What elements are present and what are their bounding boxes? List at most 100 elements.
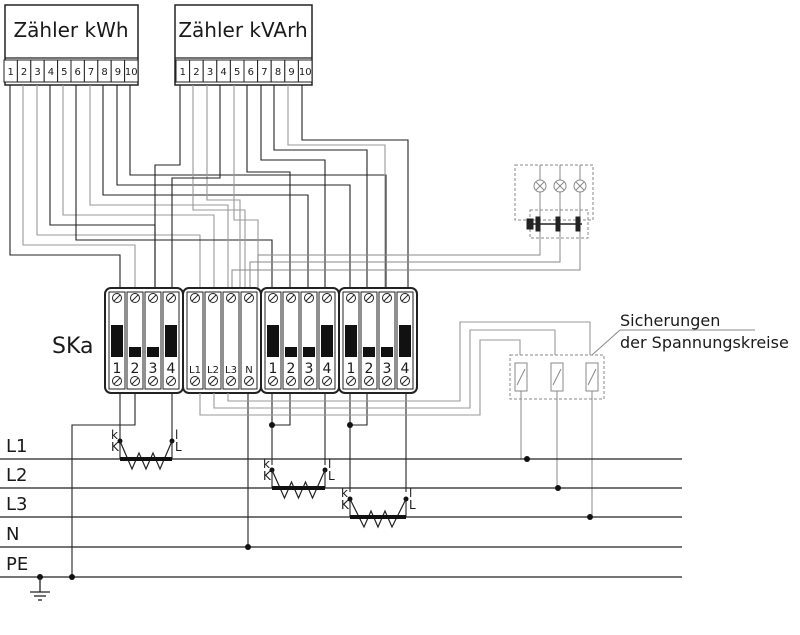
meter-terminal: 2 <box>16 59 32 83</box>
ska-terminal-label: 4 <box>323 361 332 377</box>
bus-label: L2 <box>6 465 27 486</box>
ct-terminal-label: L <box>328 469 335 483</box>
ska-terminal: 2 <box>360 291 378 390</box>
ska-terminal: 3 <box>378 291 396 390</box>
meter-terminal: 9 <box>284 59 299 83</box>
bus-line: L1 <box>0 436 682 460</box>
ground-icon <box>30 577 50 601</box>
meter-terminal: 5 <box>57 59 72 83</box>
fuse-caption-line2: der Spannungskreise <box>620 333 789 352</box>
ct-terminal-label: L <box>409 498 416 512</box>
ska-terminal: 4 <box>162 291 180 390</box>
meter-terminal: 7 <box>257 59 272 83</box>
ska-terminal: L2 <box>204 291 222 390</box>
meter-terminal: 7 <box>83 59 99 83</box>
ct-terminal-label: K <box>111 440 120 454</box>
ska-terminal: L1 <box>186 291 204 390</box>
terminal-number: 9 <box>288 67 294 78</box>
ct-terminal-label: k <box>111 428 118 442</box>
terminal-number: 10 <box>125 67 138 78</box>
ct-terminal-label: K <box>263 469 272 483</box>
terminal-number: 3 <box>207 67 213 78</box>
ska-terminal: 3 <box>144 291 162 390</box>
meter-terminal: 4 <box>216 59 231 83</box>
ska-terminal-label: L1 <box>189 365 201 376</box>
ska-terminal: 2 <box>126 291 144 390</box>
ska-terminal-label: 3 <box>149 361 158 377</box>
terminal-number: 1 <box>180 67 186 78</box>
ska-terminal: N <box>240 291 258 390</box>
meter-terminal: 1 <box>3 59 18 83</box>
ska-terminal: 4 <box>318 291 336 390</box>
meter-terminal: 5 <box>229 59 245 83</box>
ct-terminal-label: k <box>341 486 348 500</box>
terminal-number: 4 <box>220 67 226 78</box>
terminal-number: 2 <box>21 67 27 78</box>
meter-kvarh-title: Zähler kVArh <box>178 18 307 42</box>
ska-terminal: 3 <box>300 291 318 390</box>
terminal-number: 4 <box>48 67 54 78</box>
lamp-icon <box>573 179 587 193</box>
fuse-group <box>509 329 621 517</box>
terminal-number: 9 <box>115 67 121 78</box>
terminal-number: 8 <box>101 67 107 78</box>
ct-terminal-label: L <box>175 440 182 454</box>
terminal-number: 8 <box>275 67 281 78</box>
meter-terminal: 6 <box>243 59 259 83</box>
ska-terminal: 1 <box>108 291 126 390</box>
bus-line: L3 <box>0 494 682 518</box>
ct-terminal-label: k <box>263 457 270 471</box>
ct-terminal-label: l <box>175 428 178 442</box>
indicator-lamps <box>231 164 594 288</box>
meter-terminal: 2 <box>189 59 204 83</box>
ska-terminal-label: 2 <box>131 361 140 377</box>
terminal-number: 7 <box>88 67 94 78</box>
ska-terminal-label: 4 <box>401 361 410 377</box>
terminal-number: 3 <box>34 67 40 78</box>
bus-label: L1 <box>6 436 27 457</box>
ct-terminal-label: K <box>341 498 350 512</box>
ska-terminal-label: L2 <box>207 365 219 376</box>
bus-line: PE <box>0 554 682 578</box>
ct-terminal-label: l <box>328 457 331 471</box>
terminal-number: 7 <box>261 67 267 78</box>
ska-terminal: L3 <box>222 291 240 390</box>
ska-terminal-label: 2 <box>287 361 296 377</box>
ska-terminal-label: 1 <box>113 361 122 377</box>
ct-terminal-label: l <box>409 486 412 500</box>
bus-label: PE <box>6 554 28 575</box>
meter-terminal: 8 <box>270 59 286 83</box>
ska-lower-wires <box>71 321 591 577</box>
terminal-number: 5 <box>234 67 240 78</box>
meter-terminal: 10 <box>124 59 139 83</box>
bus-line: L2 <box>0 465 682 489</box>
ska-terminal: 1 <box>264 291 282 390</box>
terminal-number: 6 <box>75 67 81 78</box>
ska-label: SKa <box>52 334 94 359</box>
ska-terminal-label: N <box>245 365 252 376</box>
ska-terminal-label: 3 <box>305 361 314 377</box>
ska-terminal: 4 <box>396 291 414 390</box>
meter-terminal: 9 <box>110 59 126 83</box>
meter-terminal: 8 <box>97 59 112 83</box>
bus-line: N <box>0 524 682 548</box>
ska-terminal-label: 4 <box>167 361 176 377</box>
ska-terminal-label: 1 <box>269 361 278 377</box>
terminal-number: 6 <box>248 67 254 78</box>
lamp-icon <box>553 179 567 193</box>
meter-terminal: 3 <box>30 59 45 83</box>
bus-label: L3 <box>6 494 27 515</box>
